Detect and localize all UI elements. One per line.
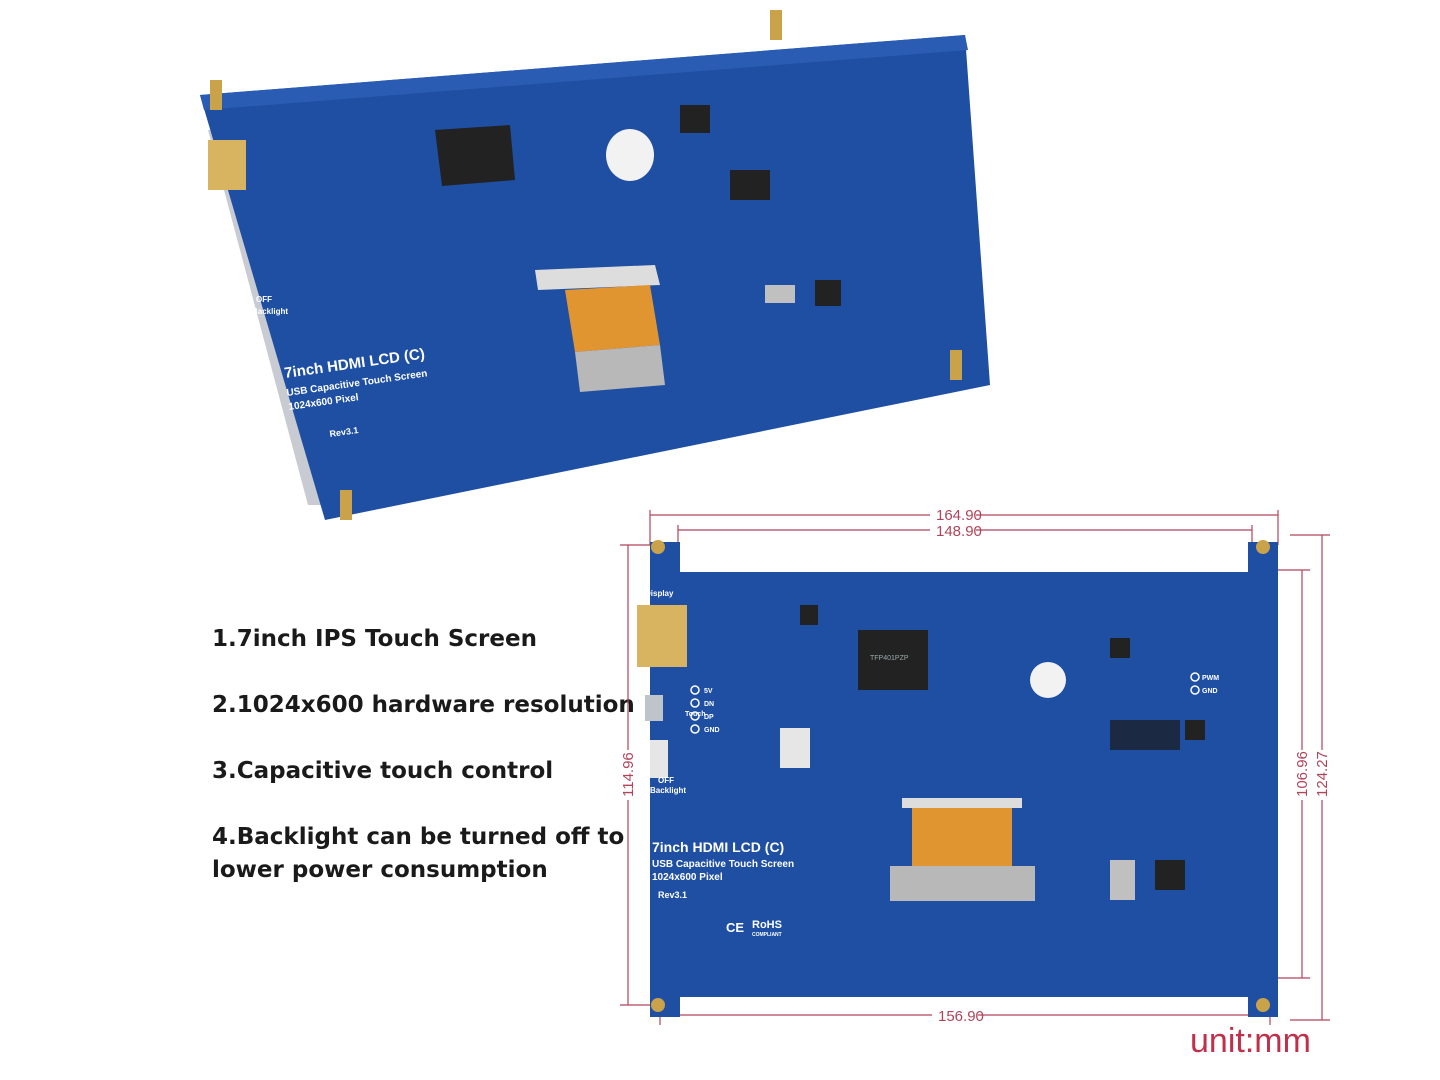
dim-width-inner: 148.90 xyxy=(936,523,982,540)
feature-3: 3.Capacitive touch control xyxy=(212,758,554,784)
main-chip xyxy=(858,630,928,690)
pin-pwm: PWM xyxy=(1202,675,1219,682)
board-photo: 7inch HDMI LCD (C) USB Capacitive Touch … xyxy=(190,0,990,550)
dim-height-right-inner: 106.96 xyxy=(1294,751,1311,797)
unit-label: unit:mm xyxy=(1190,1022,1311,1060)
standoff xyxy=(651,540,665,554)
label-off: OFF xyxy=(658,776,674,785)
pin-dn: DN xyxy=(704,701,714,708)
label-display: Display xyxy=(645,589,674,598)
chip-marking: TFP401PZP xyxy=(870,655,909,662)
feature-4: 4.Backlight can be turned off to xyxy=(212,824,625,850)
hdmi-port xyxy=(637,605,687,667)
board-photo-backlight-label: Backlight xyxy=(252,307,288,316)
board-photo-revision: Rev3.1 xyxy=(329,425,359,439)
pin-dp: DP xyxy=(704,714,714,721)
standoff xyxy=(210,80,222,110)
dim-height-right-outer: 124.27 xyxy=(1314,751,1331,797)
rohs-compliant: COMPLIANT xyxy=(752,932,782,938)
board-revision: Rev3.1 xyxy=(658,890,687,900)
dim-height-left: 114.96 xyxy=(620,752,637,797)
standoff xyxy=(1256,998,1270,1012)
dim-width-outer: 164.90 xyxy=(936,507,982,524)
standoff xyxy=(1256,540,1270,554)
standoff xyxy=(770,10,782,40)
pcb-top-view xyxy=(650,572,1278,997)
board-subtitle: USB Capacitive Touch Screen xyxy=(652,859,794,870)
standoff xyxy=(340,490,352,520)
label-touch: Touch xyxy=(685,711,705,718)
board-title: 7inch HDMI LCD (C) xyxy=(652,839,784,855)
feature-2: 2.1024x600 hardware resolution xyxy=(212,692,635,718)
rohs-mark: RoHS xyxy=(752,919,782,931)
standoff xyxy=(950,350,962,380)
pin-5v: 5V xyxy=(704,688,713,695)
label-backlight: Backlight xyxy=(650,786,686,795)
dim-width-bottom: 156.90 xyxy=(938,1008,984,1025)
backlight-switch xyxy=(650,740,668,778)
board-resolution: 1024x600 Pixel xyxy=(652,872,723,883)
feature-1: 1.7inch IPS Touch Screen xyxy=(212,626,537,652)
hdmi-port xyxy=(208,140,246,190)
qc-sticker xyxy=(1030,662,1066,698)
pin-gnd-right: GND xyxy=(1202,688,1218,695)
usb-port xyxy=(645,695,663,721)
standoff xyxy=(651,998,665,1012)
board-photo-off-label: OFF xyxy=(256,295,272,304)
pin-gnd: GND xyxy=(704,727,720,734)
feature-4-continued: lower power consumption xyxy=(212,857,548,883)
ce-mark: CE xyxy=(726,920,744,935)
dimension-drawing: 164.90 148.90 156.90 114.96 106.96 124.2… xyxy=(600,500,1340,1060)
